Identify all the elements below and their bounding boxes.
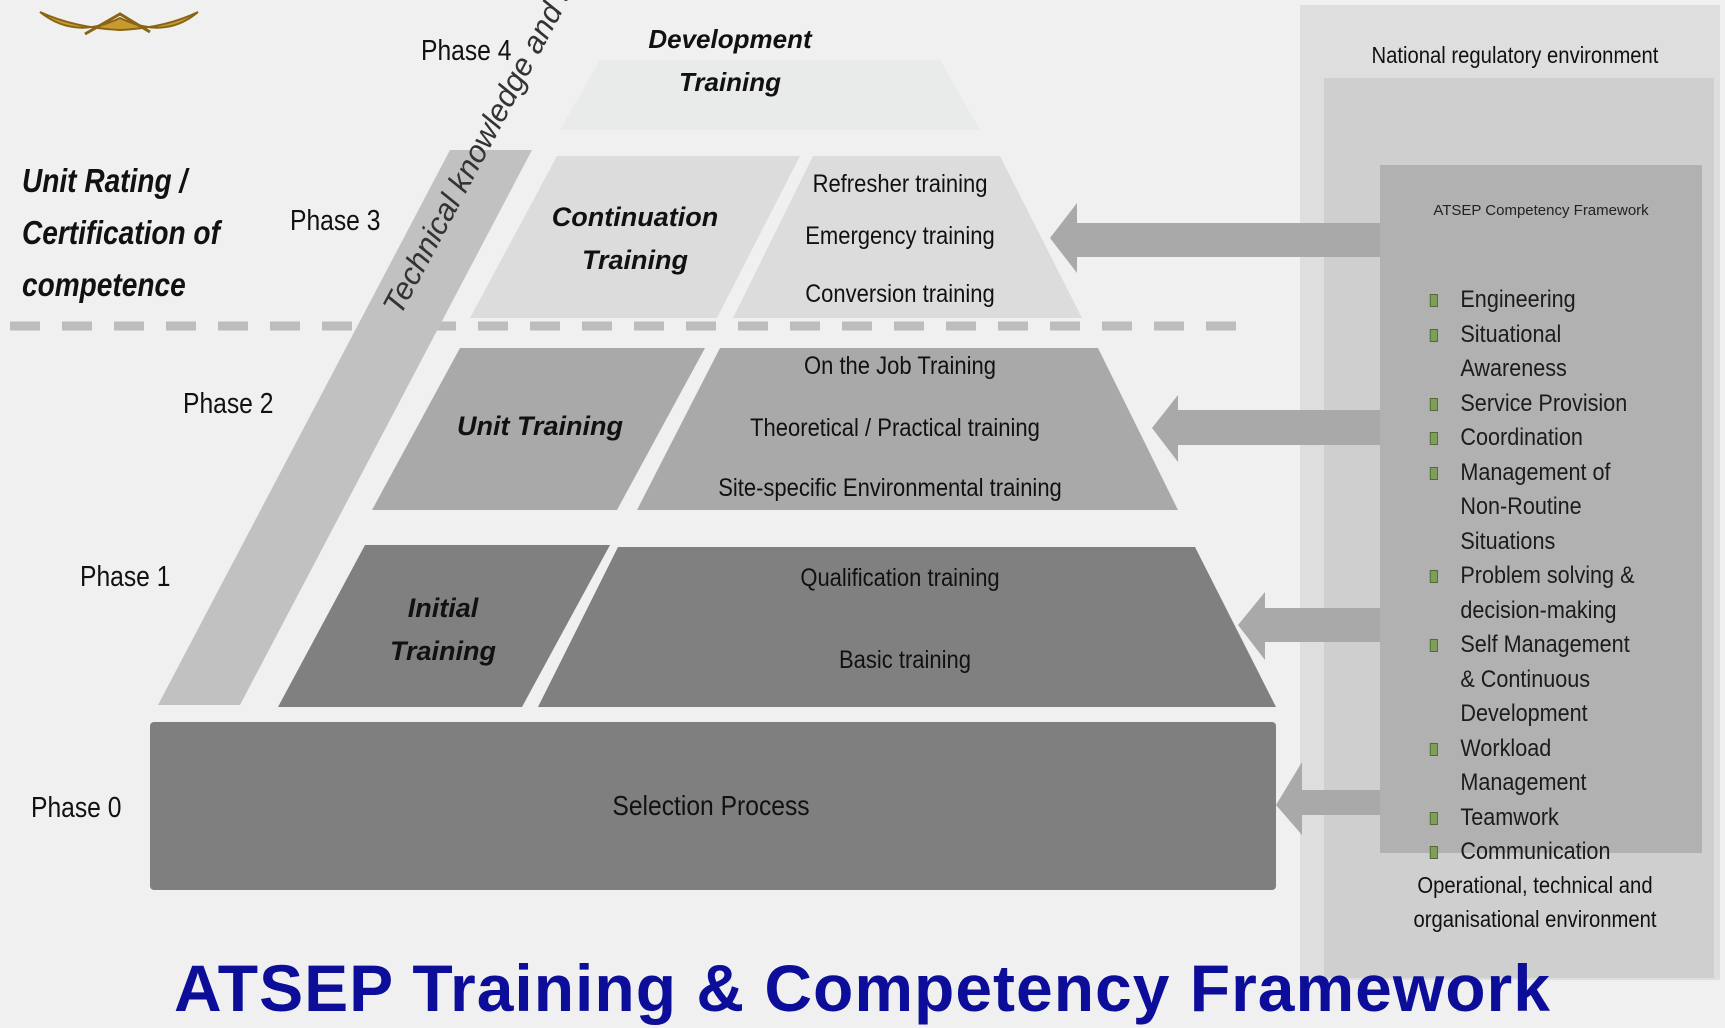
selection-process-label: Selection Process	[612, 790, 810, 821]
competency-item: Situational Awareness	[1428, 318, 1649, 387]
unit-rating-line-2: Certification of	[22, 214, 220, 251]
competency-item: Workload Management	[1428, 732, 1649, 801]
operational-line-1: Operational, technical and	[1417, 872, 1653, 898]
framework-title: ATSEP Competency Framework	[1433, 202, 1649, 219]
arrow-to-phase1	[1238, 592, 1380, 660]
operational-line-2: organisational environment	[1413, 906, 1657, 932]
technical-knowledge-band	[158, 150, 532, 705]
initial-training-label: Initial Training	[343, 587, 543, 673]
unit-rating-line-3: competence	[22, 266, 186, 303]
logo-icon	[39, 11, 199, 36]
phase-0-label: Phase 0	[31, 792, 122, 824]
phase-2-label: Phase 2	[183, 388, 274, 420]
competency-label: Self Management & Continuous Development	[1460, 631, 1630, 727]
initial-line-1: Initial	[407, 593, 479, 623]
initial-line-2: Training	[389, 636, 496, 666]
competency-item: Management of Non-Routine Situations	[1428, 456, 1649, 560]
development-training-layer	[560, 60, 980, 130]
development-line-1: Development	[648, 24, 812, 54]
initial-items-block	[538, 547, 1276, 707]
competency-item: Teamwork	[1428, 801, 1649, 836]
competency-item: Engineering	[1428, 283, 1649, 318]
arrow-to-phase3	[1050, 203, 1380, 273]
bullet-icon	[1429, 570, 1438, 583]
bullet-icon	[1429, 639, 1438, 652]
continuation-training-label: Continuation Training	[535, 196, 735, 282]
phase-4-label: Phase 4	[421, 35, 512, 67]
unit-rating-label: Unit Rating / Certification of competenc…	[22, 155, 220, 311]
bullet-icon	[1429, 742, 1438, 756]
competency-label: Teamwork	[1460, 803, 1559, 831]
competency-label: Management of Non-Routine Situations	[1460, 458, 1611, 555]
theoretical-practical-label: Theoretical / Practical training	[750, 414, 1040, 442]
phase-3-label: Phase 3	[290, 205, 381, 237]
development-line-2: Training	[678, 67, 782, 97]
unit-training-label: Unit Training	[457, 411, 623, 441]
competency-label: Communication	[1460, 838, 1611, 865]
competency-label: Problem solving & decision-making	[1460, 562, 1635, 624]
national-environment-label: National regulatory environment	[1371, 42, 1659, 68]
competency-label: Service Provision	[1460, 389, 1628, 417]
competency-item: Self Management & Continuous Development	[1428, 628, 1649, 732]
continuation-line-2: Training	[581, 245, 688, 275]
competency-item: Service Provision	[1428, 387, 1649, 422]
emergency-training-label: Emergency training	[805, 222, 995, 250]
page-title: ATSEP Training & Competency Framework	[174, 951, 1551, 1025]
basic-training-label: Basic training	[838, 646, 972, 674]
phase-1-label: Phase 1	[80, 561, 171, 593]
competency-label: Engineering	[1460, 286, 1576, 313]
site-specific-label: Site-specific Environmental training	[718, 474, 1062, 502]
bullet-icon	[1429, 466, 1438, 480]
bullet-icon	[1429, 811, 1438, 825]
arrow-to-phase2	[1152, 395, 1380, 462]
continuation-items-block	[733, 156, 1082, 318]
continuation-line-1: Continuation	[551, 202, 719, 232]
conversion-training-label: Conversion training	[805, 280, 995, 308]
arrow-to-phase0	[1276, 762, 1380, 835]
competency-item: Problem solving & decision-making	[1428, 559, 1649, 628]
competency-label: Coordination	[1460, 424, 1583, 451]
competency-label: Situational Awareness	[1460, 320, 1567, 383]
bullet-icon	[1429, 846, 1438, 859]
competency-item: Coordination	[1428, 421, 1649, 456]
initial-training-block	[278, 545, 610, 707]
competency-item: Communication	[1428, 835, 1649, 870]
selection-process-block	[150, 722, 1276, 890]
operational-environment-label: Operational, technical and organisationa…	[1346, 868, 1724, 936]
qualification-training-label: Qualification training	[800, 564, 1000, 592]
continuation-training-block	[470, 156, 800, 318]
bullet-icon	[1429, 328, 1438, 342]
on-the-job-training-label: On the Job Training	[803, 352, 997, 380]
bullet-icon	[1429, 397, 1438, 411]
unit-rating-line-1: Unit Rating /	[22, 162, 188, 199]
unit-training-block	[372, 348, 705, 510]
refresher-training-label: Refresher training	[812, 170, 988, 198]
development-training-label: Development Training	[620, 18, 840, 104]
unit-items-block	[637, 348, 1178, 510]
bullet-icon	[1429, 432, 1438, 445]
bullet-icon	[1429, 294, 1438, 307]
competency-framework-panel	[1380, 165, 1702, 853]
competency-label: Workload Management	[1460, 734, 1587, 797]
